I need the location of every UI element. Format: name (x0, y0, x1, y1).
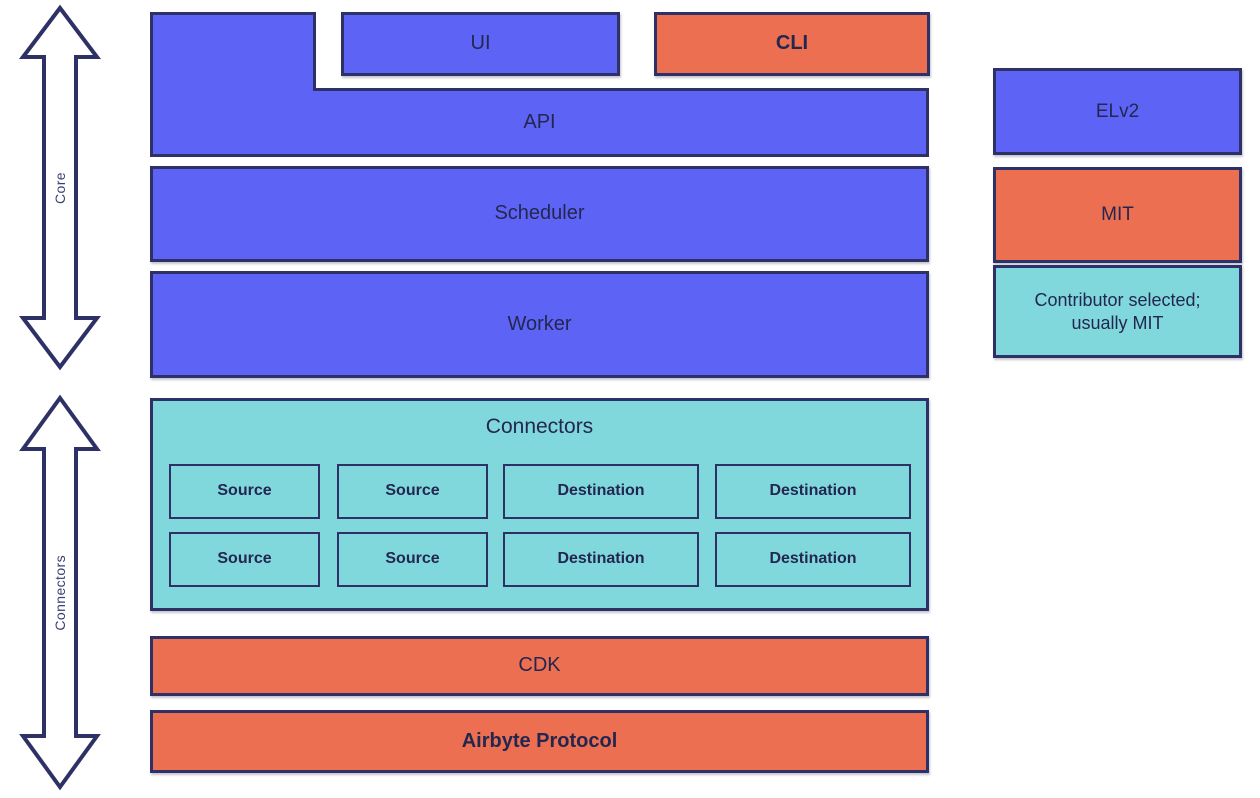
connector-cell-destination[interactable]: Destination (715, 464, 911, 519)
connector-cell-source[interactable]: Source (337, 532, 488, 587)
worker-label: Worker (507, 312, 572, 335)
airbyte-protocol-label: Airbyte Protocol (461, 729, 618, 752)
cdk-block[interactable]: CDK (150, 636, 929, 696)
scheduler-block[interactable]: Scheduler (150, 166, 929, 262)
connector-cell-destination[interactable]: Destination (503, 532, 699, 587)
worker-block[interactable]: Worker (150, 271, 929, 378)
connector-cell-source[interactable]: Source (169, 464, 320, 519)
connectors-arrow: Connectors (19, 394, 101, 791)
legend-item-elv2[interactable]: ELv2 (993, 68, 1242, 155)
scheduler-label: Scheduler (494, 202, 585, 225)
connectors-block[interactable]: Connectors Source Source Destination Des… (150, 398, 929, 611)
connector-cell-source[interactable]: Source (169, 532, 320, 587)
api-label: API (523, 111, 556, 133)
legend-label-contributor: Contributor selected; usually MIT (1034, 290, 1201, 333)
legend-item-contributor[interactable]: Contributor selected; usually MIT (993, 265, 1242, 358)
cdk-label: CDK (518, 654, 561, 677)
core-arrow: Core (18, 4, 102, 371)
connector-cell-destination[interactable]: Destination (503, 464, 699, 519)
cli-label: CLI (775, 32, 809, 55)
connector-cell-destination[interactable]: Destination (715, 532, 911, 587)
connector-cell-source[interactable]: Source (337, 464, 488, 519)
airbyte-protocol-block[interactable]: Airbyte Protocol (150, 710, 929, 773)
ui-label: UI (470, 32, 491, 55)
api-block[interactable]: API (150, 12, 929, 157)
legend-label-mit: MIT (1101, 204, 1134, 226)
connectors-title: Connectors (485, 415, 594, 438)
cli-block[interactable]: CLI (654, 12, 930, 76)
legend-item-mit[interactable]: MIT (993, 167, 1242, 263)
ui-block[interactable]: UI (341, 12, 620, 76)
legend-label-elv2: ELv2 (1095, 100, 1140, 122)
